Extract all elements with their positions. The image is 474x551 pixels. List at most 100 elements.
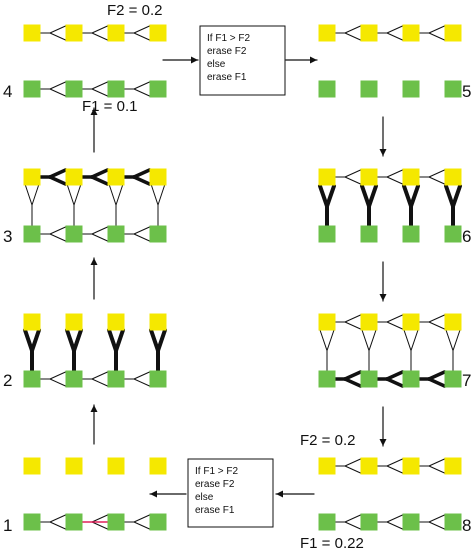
network-link bbox=[344, 314, 361, 323]
network-link bbox=[91, 81, 108, 90]
yellow-node bbox=[23, 168, 41, 186]
yellow-node bbox=[107, 457, 125, 475]
green-node bbox=[107, 225, 125, 243]
strong-link bbox=[149, 328, 160, 353]
yellow-node bbox=[360, 168, 378, 186]
network-link bbox=[344, 521, 361, 530]
yellow-node bbox=[149, 457, 167, 475]
strong-link bbox=[72, 328, 83, 353]
green-node bbox=[402, 225, 420, 243]
network-link bbox=[49, 81, 66, 90]
network-link bbox=[445, 329, 454, 352]
network-link bbox=[386, 169, 403, 178]
strong-link bbox=[65, 328, 76, 353]
strong-link bbox=[107, 328, 118, 353]
network-link bbox=[428, 176, 445, 185]
network-link bbox=[31, 183, 40, 206]
yellow-node bbox=[402, 313, 420, 331]
rule-box-top-line-2: erase F2 bbox=[207, 46, 247, 57]
green-node bbox=[360, 225, 378, 243]
network-link bbox=[133, 514, 150, 523]
network-link bbox=[344, 514, 361, 523]
network-link bbox=[344, 25, 361, 34]
strong-link bbox=[427, 377, 447, 388]
network-link bbox=[344, 176, 361, 185]
network-link bbox=[386, 314, 403, 323]
network-link bbox=[133, 371, 150, 380]
rule-box-bottom-line-2: erase F2 bbox=[195, 479, 235, 490]
network-link bbox=[49, 88, 66, 97]
yellow-node bbox=[444, 168, 462, 186]
network-link bbox=[319, 329, 328, 352]
network-shapes bbox=[23, 24, 462, 531]
network-link bbox=[386, 321, 403, 330]
step-number-3: 3 bbox=[3, 227, 12, 246]
green-node bbox=[149, 370, 167, 388]
network-link bbox=[428, 514, 445, 523]
network-link bbox=[49, 514, 66, 523]
strong-link bbox=[90, 175, 110, 186]
fitness-label-f1-step4: F1 = 0.1 bbox=[82, 98, 137, 115]
strong-link bbox=[343, 377, 363, 388]
green-node bbox=[444, 80, 462, 98]
network-link bbox=[73, 183, 82, 206]
fitness-label-f1-step8: F1 = 0.22 bbox=[300, 535, 364, 551]
green-node bbox=[402, 370, 420, 388]
network-link bbox=[428, 465, 445, 474]
rule-box-bottom-line-3: else bbox=[195, 492, 214, 503]
yellow-node bbox=[360, 24, 378, 42]
network-link bbox=[428, 314, 445, 323]
strong-link bbox=[156, 328, 167, 353]
green-node bbox=[23, 370, 41, 388]
network-link bbox=[386, 465, 403, 474]
yellow-node bbox=[23, 457, 41, 475]
green-node bbox=[318, 513, 336, 531]
flow-arrow bbox=[379, 149, 387, 156]
strong-link bbox=[427, 370, 447, 381]
flow-arrow bbox=[276, 490, 283, 498]
flow-arrow bbox=[379, 294, 387, 301]
network-link bbox=[133, 521, 150, 530]
yellow-node bbox=[318, 168, 336, 186]
yellow-node bbox=[65, 313, 83, 331]
rule-box-bottom-line-1: If F1 > F2 bbox=[195, 466, 239, 477]
flow-arrow bbox=[379, 439, 387, 446]
strong-link bbox=[385, 370, 405, 381]
green-node bbox=[402, 80, 420, 98]
yellow-node bbox=[318, 24, 336, 42]
strong-link bbox=[90, 168, 110, 179]
yellow-node bbox=[65, 457, 83, 475]
network-link bbox=[344, 465, 361, 474]
network-link bbox=[386, 32, 403, 41]
green-node bbox=[444, 370, 462, 388]
green-node bbox=[318, 370, 336, 388]
network-link bbox=[133, 25, 150, 34]
strong-link bbox=[48, 168, 68, 179]
network-link bbox=[157, 183, 166, 206]
network-link bbox=[428, 321, 445, 330]
step-number-6: 6 bbox=[462, 227, 471, 246]
green-node bbox=[318, 225, 336, 243]
network-link bbox=[91, 514, 108, 523]
yellow-node bbox=[444, 313, 462, 331]
green-node bbox=[65, 225, 83, 243]
yellow-node bbox=[360, 457, 378, 475]
green-node bbox=[23, 225, 41, 243]
network-link bbox=[326, 329, 335, 352]
network-link bbox=[91, 233, 108, 242]
step-number-8: 8 bbox=[462, 516, 471, 535]
network-link bbox=[115, 183, 124, 206]
green-node bbox=[107, 370, 125, 388]
network-link bbox=[91, 378, 108, 387]
network-link bbox=[386, 25, 403, 34]
yellow-node bbox=[107, 168, 125, 186]
green-node bbox=[360, 80, 378, 98]
strong-link bbox=[30, 328, 41, 353]
network-link bbox=[24, 183, 33, 206]
fitness-label-f2-step4: F2 = 0.2 bbox=[107, 2, 162, 19]
flow-arrow bbox=[191, 56, 198, 64]
green-node bbox=[23, 80, 41, 98]
rule-box-top-line-1: If F1 > F2 bbox=[207, 33, 251, 44]
rule-box-top-line-3: else bbox=[207, 59, 226, 70]
flow-arrow bbox=[90, 405, 98, 412]
